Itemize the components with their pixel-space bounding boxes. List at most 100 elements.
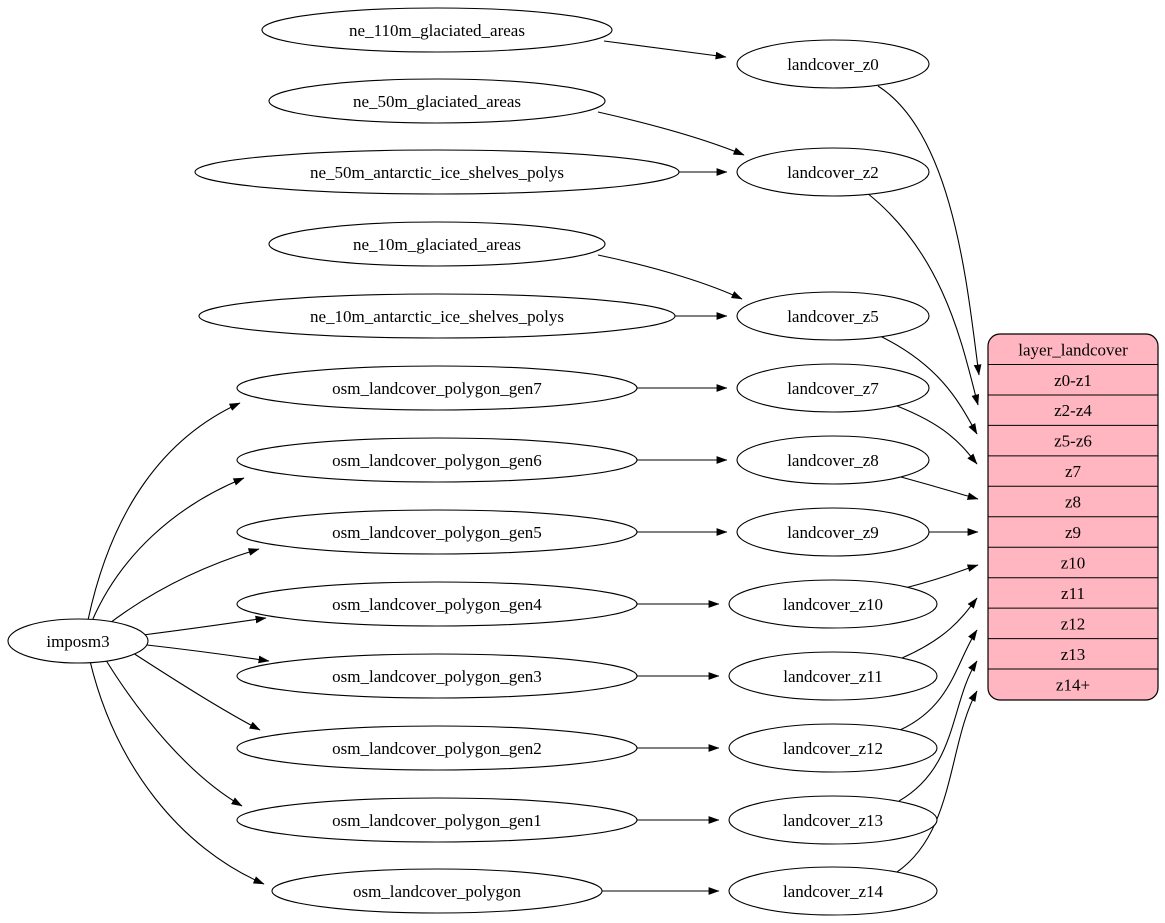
table-row-label: z11 (1061, 584, 1085, 603)
node-label: osm_landcover_polygon_gen4 (332, 595, 542, 614)
source-node-ne-50m-antarctic-ice-shelves-polys: ne_50m_antarctic_ice_shelves_polys (194, 149, 680, 195)
layer-node-landcover-z11: landcover_z11 (728, 651, 938, 701)
edge-imposm3-to-osm-landcover-polygon-gen3 (146, 644, 270, 664)
node-label: landcover_z10 (783, 595, 883, 614)
node-label: landcover_z2 (787, 163, 879, 182)
node-ellipse (261, 7, 613, 53)
table-row-label: z5-z6 (1054, 432, 1092, 451)
node-label: landcover_z7 (787, 379, 879, 398)
node-label: osm_landcover_polygon_gen6 (332, 451, 542, 470)
edge-ne-10m-glaciated-areas-to-landcover-z5 (597, 254, 743, 300)
node-ellipse (236, 725, 638, 771)
source-node-ne-50m-glaciated-areas: ne_50m_glaciated_areas (268, 78, 606, 124)
node-label: osm_landcover_polygon_gen7 (332, 379, 542, 398)
layer-node-landcover-z12: landcover_z12 (728, 723, 938, 773)
table-row-label: z8 (1065, 493, 1081, 512)
node-ellipse (728, 723, 938, 773)
edge-imposm3-to-osm-landcover-polygon-gen5 (105, 548, 260, 627)
source-node-osm-landcover-polygon-gen4: osm_landcover_polygon_gen4 (236, 581, 638, 627)
edge-landcover-z11-to-row-z11 (901, 597, 978, 659)
edge-ne-110m-glaciated-areas-to-landcover-z0 (603, 40, 727, 60)
edge-landcover-z14-to-row-z14 (896, 690, 978, 873)
node-ellipse (728, 579, 938, 629)
node-label: osm_landcover_polygon_gen1 (332, 811, 542, 830)
edge-imposm3-to-osm-landcover-polygon-gen7 (87, 402, 241, 621)
source-node-osm-landcover-polygon-gen2: osm_landcover_polygon_gen2 (236, 725, 638, 771)
layer-node-landcover-z13: landcover_z13 (728, 795, 938, 845)
edge-imposm3-to-osm-landcover-polygon-gen1 (103, 656, 243, 807)
node-label: ne_10m_glaciated_areas (353, 235, 521, 254)
node-label: landcover_z0 (787, 55, 879, 74)
edge-landcover-z0-to-row-z0-z1 (877, 85, 982, 376)
table-row-label: z13 (1061, 645, 1086, 664)
node-ellipse (736, 147, 930, 197)
edge-imposm3-to-osm-landcover-polygon (89, 660, 265, 885)
node-imposm3: imposm3 (7, 618, 149, 664)
node-ellipse (268, 78, 606, 124)
edge-imposm3-to-osm-landcover-polygon-gen2 (132, 652, 261, 731)
node-ellipse (736, 363, 930, 413)
table-row-label: z14+ (1056, 675, 1090, 694)
node-ellipse (236, 365, 638, 411)
edge-ne-50m-glaciated-areas-to-landcover-z2 (597, 111, 745, 156)
layer-node-landcover-z8: landcover_z8 (736, 435, 930, 485)
node-label: osm_landcover_polygon_gen3 (332, 667, 542, 686)
edge-landcover-z2-to-row-z2-z4 (866, 192, 980, 406)
layer-node-landcover-z7: landcover_z7 (736, 363, 930, 413)
table-row-label: z2-z4 (1054, 401, 1092, 420)
node-ellipse (728, 866, 938, 916)
node-ellipse (236, 797, 638, 843)
source-node-osm-landcover-polygon-gen6: osm_landcover_polygon_gen6 (236, 437, 638, 483)
layer-node-landcover-z14: landcover_z14 (728, 866, 938, 916)
node-label: osm_landcover_polygon_gen5 (332, 523, 542, 542)
source-node-osm-landcover-polygon-gen5: osm_landcover_polygon_gen5 (236, 509, 638, 555)
node-label: osm_landcover_polygon (353, 882, 522, 901)
table-row-label: z7 (1065, 462, 1082, 481)
node-ellipse (271, 868, 603, 914)
source-node-osm-landcover-polygon: osm_landcover_polygon (271, 868, 603, 914)
node-label: landcover_z5 (787, 307, 879, 326)
node-ellipse (198, 293, 676, 339)
node-ellipse (736, 435, 930, 485)
node-label: landcover_z8 (787, 451, 879, 470)
source-node-osm-landcover-polygon-gen1: osm_landcover_polygon_gen1 (236, 797, 638, 843)
node-label: osm_landcover_polygon_gen2 (332, 739, 542, 758)
node-ellipse (236, 437, 638, 483)
edge-landcover-z7-to-row-z7 (896, 405, 978, 465)
node-ellipse (728, 651, 938, 701)
node-label: ne_50m_glaciated_areas (353, 92, 521, 111)
node-ellipse (236, 653, 638, 699)
layer-node-landcover-z5: landcover_z5 (736, 291, 930, 341)
node-label: landcover_z12 (783, 739, 883, 758)
edge-imposm3-to-osm-landcover-polygon-gen4 (142, 615, 267, 636)
source-node-ne-10m-antarctic-ice-shelves-polys: ne_10m_antarctic_ice_shelves_polys (198, 293, 676, 339)
source-node-osm-landcover-polygon-gen3: osm_landcover_polygon_gen3 (236, 653, 638, 699)
node-ellipse (7, 618, 149, 664)
table-row-label: z10 (1061, 554, 1086, 573)
node-label: ne_110m_glaciated_areas (349, 21, 525, 40)
edge-landcover-z5-to-row-z5-z6 (879, 335, 978, 435)
source-node-osm-landcover-polygon-gen7: osm_landcover_polygon_gen7 (236, 365, 638, 411)
table-title: layer_landcover (1018, 340, 1128, 359)
source-node-ne-10m-glaciated-areas: ne_10m_glaciated_areas (268, 221, 606, 267)
node-ellipse (236, 581, 638, 627)
node-label: landcover_z13 (783, 811, 883, 830)
layer-node-landcover-z0: landcover_z0 (736, 39, 930, 89)
edge-landcover-z12-to-row-z12 (899, 629, 978, 731)
node-ellipse (268, 221, 606, 267)
node-ellipse (194, 149, 680, 195)
node-ellipse (736, 39, 930, 89)
node-label: landcover_z9 (787, 523, 879, 542)
table-row-label: z9 (1065, 523, 1081, 542)
layer-node-landcover-z2: landcover_z2 (736, 147, 930, 197)
node-ellipse (736, 291, 930, 341)
node-label: ne_50m_antarctic_ice_shelves_polys (310, 163, 564, 182)
node-label: landcover_z11 (783, 667, 882, 686)
edge-landcover-z10-to-row-z10 (904, 564, 979, 589)
layer-landcover-table: layer_landcover z0-z1 z2-z4 z5-z6 z7 z8 … (987, 333, 1159, 701)
node-label: imposm3 (46, 632, 109, 651)
node-label: ne_10m_antarctic_ice_shelves_polys (310, 307, 564, 326)
edge-landcover-z8-to-row-z8 (900, 476, 979, 500)
